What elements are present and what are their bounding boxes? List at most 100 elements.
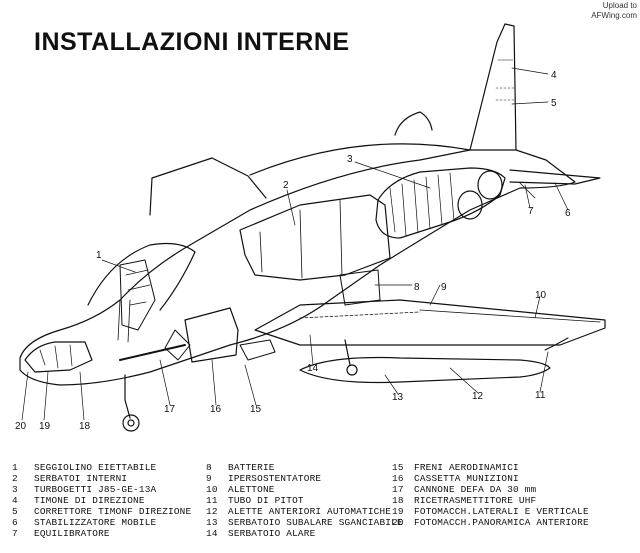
battery-box — [339, 269, 381, 306]
legend-number: 8 — [206, 462, 212, 473]
callout-15: 15 — [250, 404, 262, 415]
legend-text: SERBATOIO ALARE — [228, 528, 316, 539]
callout-11: 11 — [535, 390, 546, 401]
fuselage — [19, 149, 576, 386]
legend-text: IPERSOSTENTATORE — [228, 473, 322, 484]
horizontal-stabilizer — [509, 169, 601, 185]
callout-19: 19 — [39, 421, 51, 432]
legend-text: CASSETTA MUNIZIONI — [414, 473, 519, 484]
callout-16: 16 — [210, 404, 222, 415]
legend-item: 17 CANNONE DEFA DA 30 mm — [392, 484, 589, 495]
callout-14: 14 — [307, 363, 319, 374]
legend-number: 10 — [206, 484, 218, 495]
callout-10: 10 — [535, 290, 547, 301]
callout-2: 2 — [283, 180, 289, 191]
callout-5: 5 — [551, 98, 557, 109]
legend-text: TURBOGETTI J85-GE-13A — [34, 484, 157, 495]
nose-gear — [124, 374, 131, 419]
legend-number: 18 — [392, 495, 404, 506]
callout-1: 1 — [96, 250, 102, 261]
callout-9: 9 — [441, 282, 447, 293]
legend-number: 16 — [392, 473, 404, 484]
legend-text: RICETRASMETTITORE UHF — [414, 495, 537, 506]
legend-number: 13 — [206, 517, 218, 528]
legend-number: 12 — [206, 506, 218, 517]
watermark-credit: Upload to AFWing.com — [591, 1, 637, 21]
legend-item: 10 ALETTONE — [206, 484, 403, 495]
legend-number: 14 — [206, 528, 218, 539]
legend-text: TIMONE DI DIREZIONE — [34, 495, 145, 506]
legend-number: 7 — [12, 528, 18, 539]
callout-3: 3 — [347, 154, 353, 165]
tail-fin — [469, 23, 517, 151]
callout-4: 4 — [551, 70, 557, 81]
pitot-tube — [544, 337, 569, 351]
legend-item: 5 CORRETTORE TIMONF DIREZIONE — [12, 506, 191, 517]
callout-8: 8 — [414, 282, 420, 293]
legend-item: 12 ALETTE ANTERIORI AUTOMATICHE — [206, 506, 403, 517]
drop-tank — [299, 356, 551, 384]
legend-text: ALETTONE — [228, 484, 275, 495]
callout-17: 17 — [164, 404, 176, 415]
legend-item: 14 SERBATOIO ALARE — [206, 528, 403, 539]
legend-number: 17 — [392, 484, 404, 495]
legend-item: 3 TURBOGETTI J85-GE-13A — [12, 484, 191, 495]
legend-text: FOTOMACCH.LATERALI E VERTICALE — [414, 506, 589, 517]
legend-number: 1 — [12, 462, 18, 473]
legend-text: CORRETTORE TIMONF DIREZIONE — [34, 506, 192, 517]
legend-text: CANNONE DEFA DA 30 mm — [414, 484, 537, 495]
legend-number: 4 — [12, 495, 18, 506]
upper-wing — [149, 157, 267, 216]
callout-7: 7 — [528, 206, 534, 217]
credit-line-2: AFWing.com — [591, 11, 637, 20]
legend-item: 11 TUBO DI PITOT — [206, 495, 403, 506]
legend-text: SEGGIOLINO EIETTABILE — [34, 462, 157, 473]
legend-number: 6 — [12, 517, 18, 528]
legend-item: 20 FOTOMACCH.PANORAMICA ANTERIORE — [392, 517, 589, 528]
jet-engines — [375, 167, 506, 239]
callout-20: 20 — [15, 421, 27, 432]
legend-item: 6 STABILIZZATORE MOBILE — [12, 517, 191, 528]
legend-item: 4 TIMONE DI DIREZIONE — [12, 495, 191, 506]
legend-number: 20 — [392, 517, 404, 528]
legend-text: SERBATOI INTERNI — [34, 473, 128, 484]
callout-12: 12 — [472, 391, 484, 402]
legend-item: 9 IPERSOSTENTATORE — [206, 473, 403, 484]
legend-text: EQUILIBRATORE — [34, 528, 110, 539]
legend-item: 1 SEGGIOLINO EIETTABILE — [12, 462, 191, 473]
aircraft-cutaway-drawing: 1 2 3 4 5 6 7 8 9 10 11 12 13 14 15 16 1… — [15, 23, 606, 432]
legend-number: 3 — [12, 484, 18, 495]
legend-number: 9 — [206, 473, 212, 484]
nose-cameras — [24, 341, 93, 373]
callout-6: 6 — [565, 208, 571, 219]
diagram-title: INSTALLAZIONI INTERNE — [34, 28, 350, 56]
legend-number: 11 — [206, 495, 218, 506]
legend-text: FOTOMACCH.PANORAMICA ANTERIORE — [414, 517, 589, 528]
legend-text: STABILIZZATORE MOBILE — [34, 517, 157, 528]
legend-item: 7 EQUILIBRATORE — [12, 528, 191, 539]
legend-text: ALETTE ANTERIORI AUTOMATICHE — [228, 506, 392, 517]
legend-column-1: 1 SEGGIOLINO EIETTABILE 2 SERBATOI INTERNI… — [12, 462, 191, 539]
legend-item: 2 SERBATOI INTERNI — [12, 473, 191, 484]
legend-number: 5 — [12, 506, 18, 517]
legend-text: SERBATOIO SUBALARE SGANCIABILE — [228, 517, 403, 528]
legend-number: 15 — [392, 462, 404, 473]
speed-brake — [239, 339, 276, 361]
internal-fuel-tanks — [239, 194, 391, 281]
callout-18: 18 — [79, 421, 91, 432]
cannon — [119, 344, 186, 361]
credit-line-1: Upload to — [602, 1, 637, 10]
legend-item: 19 FOTOMACCH.LATERALI E VERTICALE — [392, 506, 589, 517]
lower-wing — [254, 299, 606, 346]
callout-13: 13 — [392, 392, 404, 403]
legend-text: TUBO DI PITOT — [228, 495, 304, 506]
legend-number: 19 — [392, 506, 404, 517]
canopy — [87, 242, 196, 311]
legend-number: 2 — [12, 473, 18, 484]
ejection-seat — [119, 259, 156, 331]
ammo-box — [184, 307, 239, 363]
